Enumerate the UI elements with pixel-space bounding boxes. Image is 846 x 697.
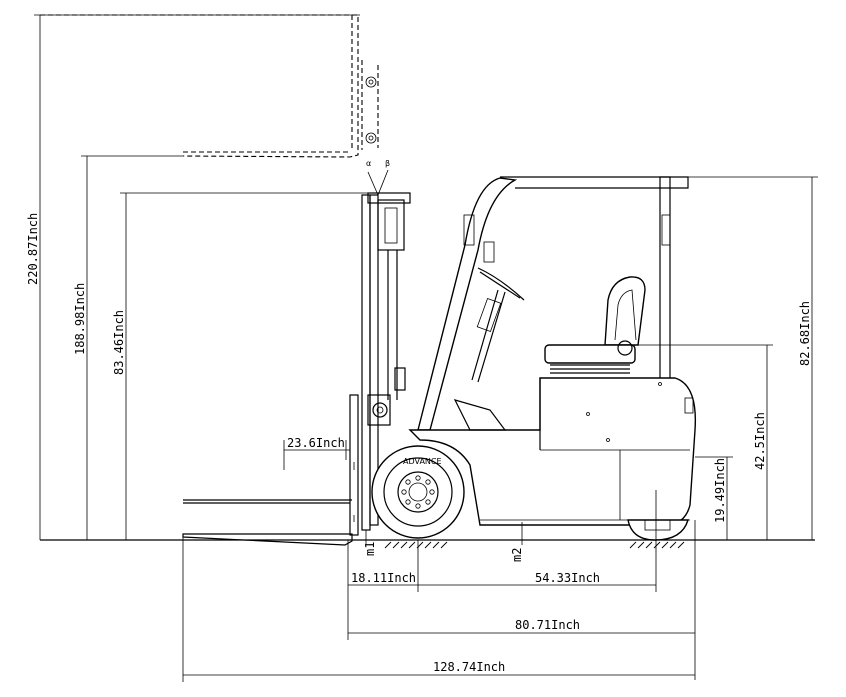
seat [544,276,646,374]
dim-wheelbase: 54.33Inch [418,490,657,592]
dim-front-overhang: 18.11Inch [347,540,419,640]
dim-overall-length: 128.74Inch [182,537,695,682]
overhead-guard [417,176,689,431]
raised-mast-dashed [40,14,379,158]
svg-text:220.87Inch: 220.87Inch [26,213,40,285]
dim-hitch-height: 19.49Inch [695,456,733,540]
dim-fork-raised-height: 188.98Inch [73,155,183,540]
dim-length-to-fork-face: 80.71Inch [348,520,696,680]
mast [361,192,411,531]
dim-seat-height: 42.5Inch [628,344,773,540]
svg-text:128.74Inch: 128.74Inch [433,660,505,674]
svg-text:19.49Inch: 19.49Inch [713,458,727,523]
svg-text:82.68Inch: 82.68Inch [798,301,812,366]
tilt-backward-label: β [385,159,390,168]
wheelbase-clearance-label: m2 [510,548,524,562]
tilt-forward-label: α [366,159,371,168]
front-wheel: ADVANCE [371,445,465,549]
fork [182,394,359,546]
dim-overall-height-raised: 220.87Inch [26,14,360,540]
mast-clearance-label: m1 [363,542,377,556]
svg-text:83.46Inch: 83.46Inch [112,310,126,375]
dim-overhead-guard-height: 82.68Inch [688,176,818,540]
dim-load-center: 23.6Inch [283,436,350,470]
svg-text:18.11Inch: 18.11Inch [351,571,416,585]
svg-text:23.6Inch: 23.6Inch [287,436,345,450]
tire-brand-label: ADVANCE [403,457,442,466]
svg-text:80.71Inch: 80.71Inch [515,618,580,632]
rear-wheel [627,519,689,549]
tilt-indicator: α β [366,159,390,196]
dim-mast-lowered-height: 83.46Inch [112,192,368,540]
truck-body [408,377,697,526]
svg-text:42.5Inch: 42.5Inch [753,412,767,470]
svg-text:188.98Inch: 188.98Inch [73,283,87,355]
svg-text:54.33Inch: 54.33Inch [535,571,600,585]
steering [471,267,525,383]
